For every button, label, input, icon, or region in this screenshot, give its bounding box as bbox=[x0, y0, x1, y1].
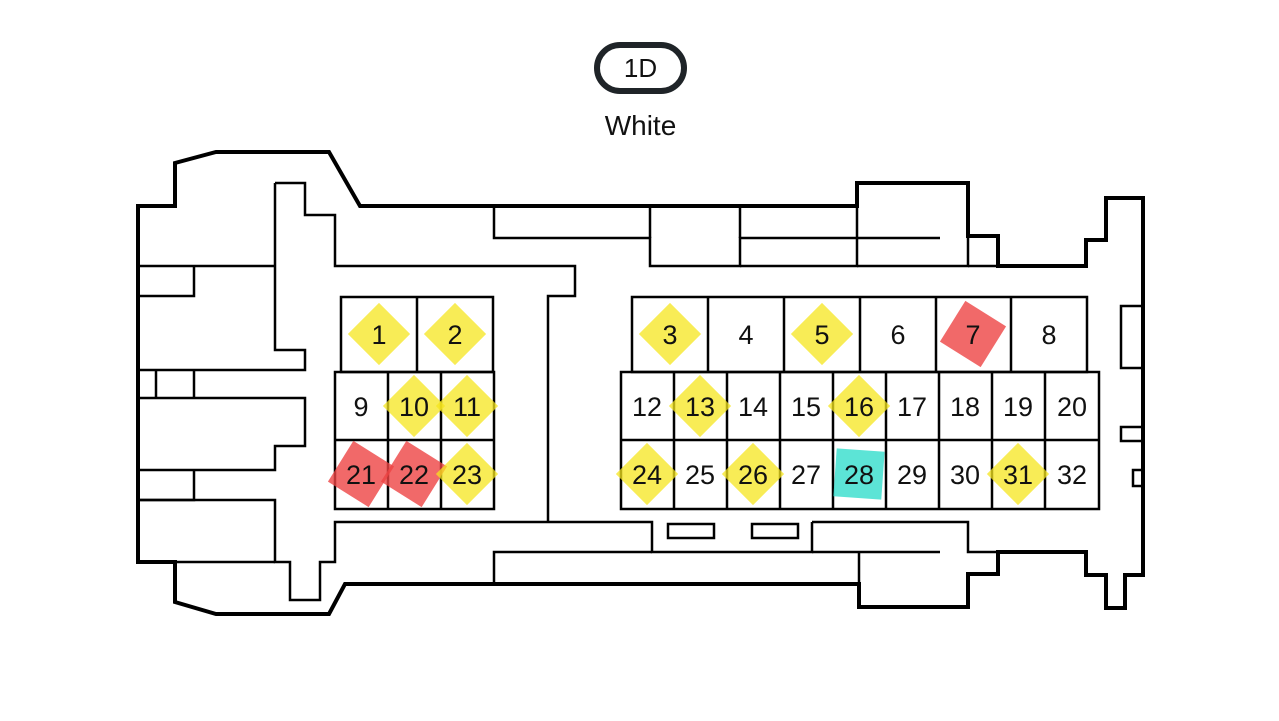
pin-grid bbox=[333, 295, 1101, 511]
pin-11-marker-yellow bbox=[435, 374, 499, 438]
pin-2-marker-yellow bbox=[423, 302, 487, 366]
pin-16-marker-yellow bbox=[827, 374, 891, 438]
pin-10-marker-yellow bbox=[382, 374, 446, 438]
pin-28-marker-cyan bbox=[833, 448, 885, 500]
pin-26-label: 26 bbox=[738, 460, 768, 490]
pin-23-marker-yellow bbox=[435, 442, 499, 506]
pin-3-marker-yellow bbox=[638, 302, 702, 366]
pin-24-marker-yellow bbox=[615, 442, 679, 506]
pin-12-label: 12 bbox=[632, 392, 662, 422]
pin-9-label: 9 bbox=[353, 392, 368, 422]
pin-15-label: 15 bbox=[791, 392, 821, 422]
pin-8-label: 8 bbox=[1041, 320, 1056, 350]
pin-16-label: 16 bbox=[844, 392, 874, 422]
pin-5-marker-yellow bbox=[790, 302, 854, 366]
pin-21-marker-red bbox=[327, 440, 395, 508]
connector-id-badge: 1D bbox=[594, 42, 687, 94]
pin-26-marker-yellow bbox=[721, 442, 785, 506]
pin-1-label: 1 bbox=[371, 320, 386, 350]
pin-28-label: 28 bbox=[844, 460, 874, 490]
pin-27-label: 27 bbox=[791, 460, 821, 490]
pin-2-label: 2 bbox=[447, 320, 462, 350]
pin-24-label: 24 bbox=[632, 460, 662, 490]
pin-5-label: 5 bbox=[814, 320, 829, 350]
pin-10-label: 10 bbox=[399, 392, 429, 422]
pin-25-label: 25 bbox=[685, 460, 715, 490]
connector-color-label: White bbox=[605, 110, 677, 141]
pin-1-marker-yellow bbox=[347, 302, 411, 366]
pin-14-label: 14 bbox=[738, 392, 768, 422]
pin-29-label: 29 bbox=[897, 460, 927, 490]
pin-22-marker-red bbox=[380, 440, 448, 508]
housing-details bbox=[138, 181, 1145, 602]
pin-19-label: 19 bbox=[1003, 392, 1033, 422]
pin-23-label: 23 bbox=[452, 460, 482, 490]
pin-18-label: 18 bbox=[950, 392, 980, 422]
pin-32-label: 32 bbox=[1057, 460, 1087, 490]
pin-markers bbox=[327, 300, 1050, 508]
pin-4-label: 4 bbox=[738, 320, 753, 350]
pin-30-label: 30 bbox=[950, 460, 980, 490]
pin-7-marker-red bbox=[939, 300, 1007, 368]
pin-13-marker-yellow bbox=[668, 374, 732, 438]
pin-20-label: 20 bbox=[1057, 392, 1087, 422]
connector-id-text: 1D bbox=[624, 53, 657, 83]
pin-3-label: 3 bbox=[662, 320, 677, 350]
pin-17-label: 17 bbox=[897, 392, 927, 422]
pin-11-label: 11 bbox=[453, 392, 481, 422]
pin-13-label: 13 bbox=[685, 392, 715, 422]
pin-6-label: 6 bbox=[890, 320, 905, 350]
pin-7-label: 7 bbox=[965, 320, 980, 350]
pin-31-label: 31 bbox=[1003, 460, 1033, 490]
pin-22-label: 22 bbox=[399, 460, 429, 490]
pin-21-label: 21 bbox=[346, 460, 376, 490]
